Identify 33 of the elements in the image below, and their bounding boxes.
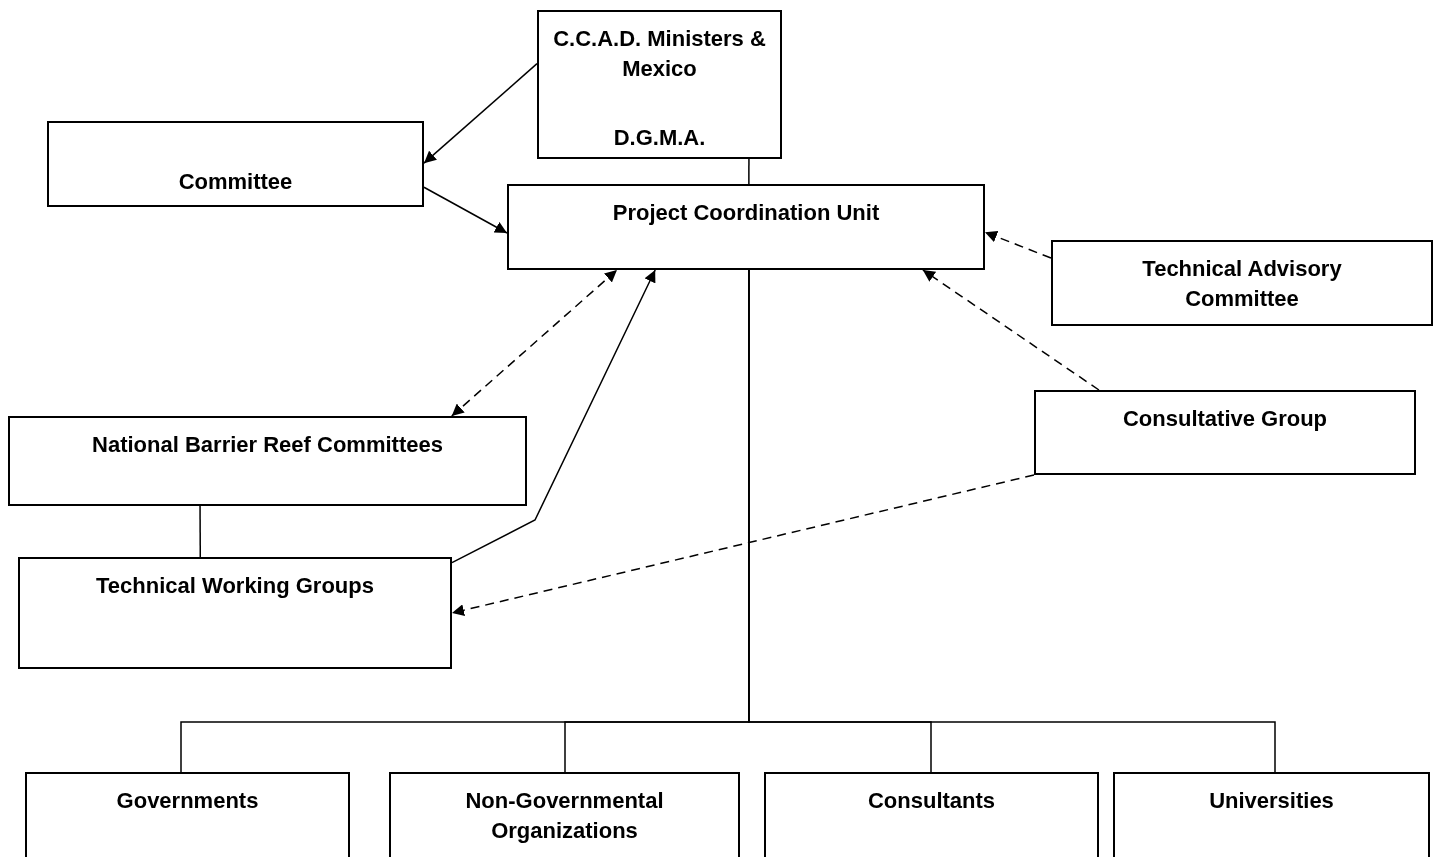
org-box bbox=[1051, 240, 1433, 326]
org-box bbox=[8, 416, 527, 506]
org-box bbox=[507, 184, 985, 270]
org-box bbox=[18, 557, 452, 669]
org-box bbox=[537, 10, 782, 159]
connector-line bbox=[199, 505, 202, 558]
box-label: Technical Advisory Committee bbox=[1141, 255, 1343, 313]
box-label: C.C.A.D. Ministers & Mexico bbox=[552, 25, 767, 83]
org-box bbox=[47, 121, 424, 207]
box-label: Consultative Group bbox=[1122, 405, 1328, 433]
arrow bbox=[423, 186, 508, 234]
org-box bbox=[1113, 772, 1430, 857]
arrow bbox=[451, 474, 1035, 617]
box-label: National Barrier Reef Committees bbox=[92, 431, 443, 459]
arrow bbox=[451, 269, 618, 417]
box-label: Universities bbox=[1209, 787, 1334, 815]
org-box bbox=[1034, 390, 1416, 475]
arrow bbox=[984, 230, 1052, 259]
box-label: Consultants bbox=[867, 787, 996, 815]
box-label: Committee bbox=[178, 168, 293, 196]
box-label: Governments bbox=[116, 787, 259, 815]
box-label: D.G.M.A. bbox=[613, 124, 706, 152]
connector-line bbox=[748, 158, 750, 185]
arrow bbox=[922, 269, 1100, 391]
box-label: Non-Governmental Organizations bbox=[464, 787, 665, 845]
box-label: Project Coordination Unit bbox=[612, 199, 880, 227]
box-label: Technical Working Groups bbox=[96, 572, 374, 600]
arrow bbox=[451, 269, 656, 564]
org-box bbox=[764, 772, 1099, 857]
org-box bbox=[389, 772, 740, 857]
arrow bbox=[423, 62, 538, 164]
connector-line bbox=[748, 269, 1276, 773]
org-box bbox=[25, 772, 350, 857]
